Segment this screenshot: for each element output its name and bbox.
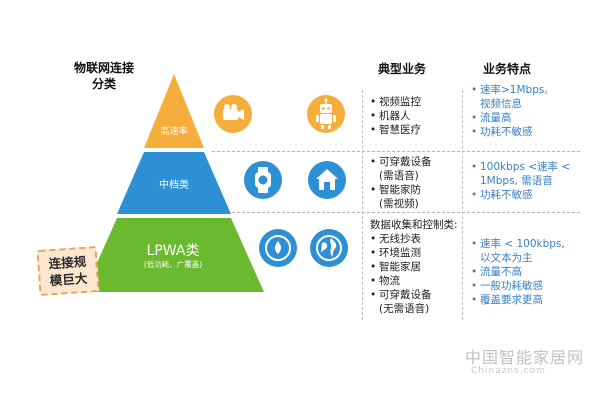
business-item: 无线抄表: [370, 232, 458, 246]
tier-medium: [117, 152, 231, 214]
column-divider-2: [462, 90, 463, 320]
feature-item: 速率 < 100kbps,: [471, 237, 565, 251]
separator-middle: [212, 212, 580, 213]
business-item-note: (需视频): [379, 198, 419, 210]
feature-list-medium: 100kbps <速率 < 1Mbps, 需语音 功耗不敏感: [471, 160, 570, 202]
separator-top: [212, 151, 580, 152]
smartwatch-icon: [243, 160, 283, 200]
business-item: 机器人: [370, 109, 421, 123]
video-camera-icon: [213, 94, 253, 134]
watermark-url: Chinazns.com: [471, 366, 546, 376]
connection-scale-stamp: 连接规 模巨大: [36, 245, 100, 297]
tier-label-lpwa: LPWA类: [146, 243, 200, 259]
feature-item: 功耗不敏感: [471, 125, 548, 139]
title-line-1: 物联网连接: [73, 61, 134, 75]
tier-label-medium: 中档类: [159, 180, 189, 191]
business-item: 环境监测: [370, 246, 458, 260]
business-item: 视频监控: [370, 95, 421, 109]
business-item: 智能家防: [370, 183, 432, 197]
globe-icon: [309, 228, 349, 268]
business-item: 可穿戴设备: [370, 288, 458, 302]
tier-label-high-speed: 高速率: [160, 127, 188, 137]
feature-item: 流量不高: [471, 265, 565, 279]
feature-item: 速率>1Mbps,: [471, 83, 548, 97]
business-list-medium: 可穿戴设备 (需语音) 智能家防 (需视频): [370, 155, 432, 211]
meter-icon: [258, 228, 298, 268]
smart-home-icon: [307, 160, 347, 200]
tier-sublabel-lpwa: (低功耗、广覆盖): [143, 260, 203, 269]
business-item: 智慧医疗: [370, 123, 421, 137]
business-item: 智能家居: [370, 260, 458, 274]
business-item-note: (无需语音): [379, 303, 430, 315]
business-list-high-speed: 视频监控 机器人 智慧医疗: [370, 95, 421, 137]
tier-lpwa: [84, 218, 264, 292]
feature-item-continuation: 视频信息: [480, 98, 522, 110]
title-line-2: 分类: [91, 77, 116, 91]
feature-item-continuation: 1Mbps, 需语音: [480, 175, 553, 187]
business-item-note: (需语音): [379, 170, 419, 182]
business-item: 物流: [370, 274, 458, 288]
column-divider-1: [362, 90, 363, 320]
business-item: 可穿戴设备: [370, 155, 432, 169]
business-list-lpwa: 数据收集和控制类: 无线抄表 环境监测 智能家居 物流 可穿戴设备 (无需语音): [370, 218, 458, 316]
tier-high-speed: [144, 74, 204, 148]
feature-item-continuation: 以文本为主: [480, 252, 533, 264]
feature-item: 100kbps <速率 <: [471, 160, 570, 174]
diagram-title: 物联网连接 分类: [64, 60, 144, 92]
feature-item: 功耗不敏感: [471, 188, 570, 202]
feature-item: 一般功耗敏感: [471, 279, 565, 293]
feature-item: 流量高: [471, 111, 548, 125]
feature-item: 覆盖要求更高: [471, 293, 565, 307]
column-header-business: 典型业务: [378, 62, 427, 76]
feature-list-lpwa: 速率 < 100kbps, 以文本为主 流量不高 一般功耗敏感 覆盖要求更高: [471, 237, 565, 307]
connection-pyramid: [84, 74, 264, 292]
column-header-features: 业务特点: [483, 62, 532, 76]
business-intro: 数据收集和控制类:: [370, 219, 458, 231]
robot-icon: [306, 94, 346, 134]
watermark-text: 中国智能家居网: [465, 348, 585, 367]
stamp-line-2: 模巨大: [49, 270, 88, 289]
feature-list-high-speed: 速率>1Mbps, 视频信息 流量高 功耗不敏感: [471, 83, 548, 139]
